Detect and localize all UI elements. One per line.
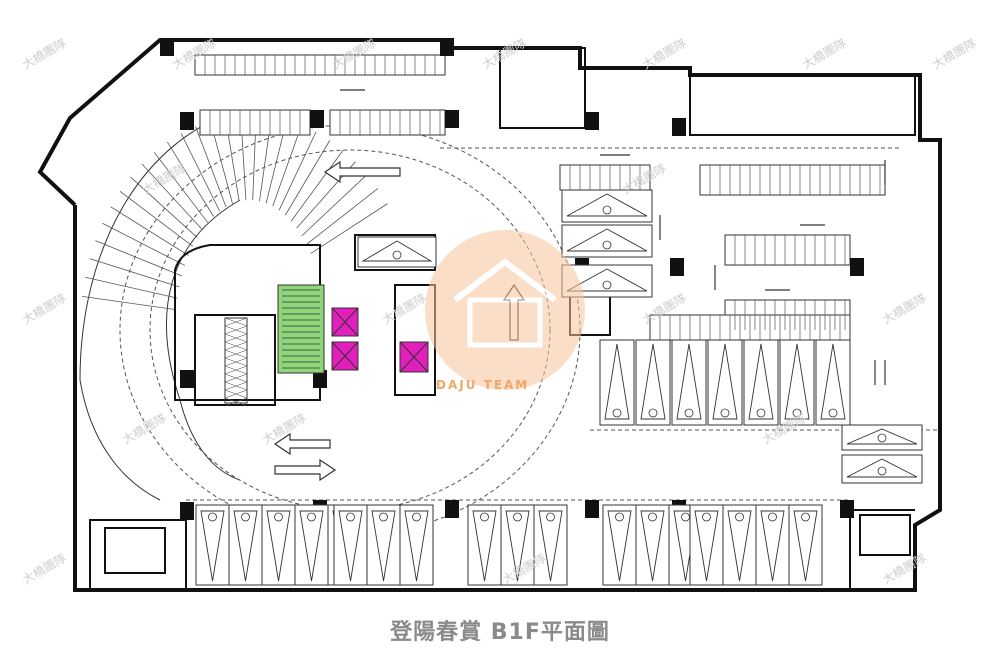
stairwell xyxy=(277,284,325,374)
elevators xyxy=(331,307,429,373)
right-parking-bays xyxy=(599,339,851,426)
top-parking-strips xyxy=(194,54,886,341)
watermark-logo xyxy=(425,230,585,390)
bottom-parking-bays xyxy=(195,504,823,586)
center-parking-bays xyxy=(357,189,923,484)
strip-dividers xyxy=(204,55,881,340)
curved-ramp xyxy=(79,109,241,501)
plan-caption: 登陽春賞 B1F平面圖 xyxy=(390,620,610,645)
ramp-stripes xyxy=(82,115,388,311)
logo-text: DAJU TEAM xyxy=(436,378,530,392)
hatched-shaft xyxy=(224,317,248,407)
